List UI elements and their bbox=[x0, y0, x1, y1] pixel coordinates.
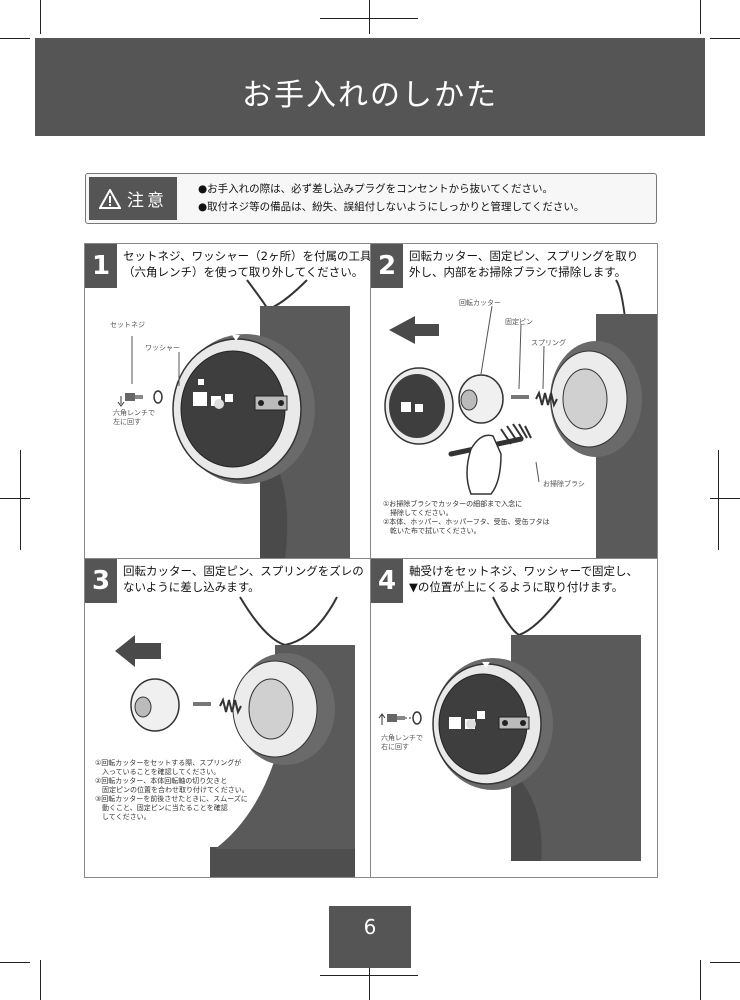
label-cutter: 回転カッター bbox=[459, 299, 501, 307]
title-banner: お手入れのしかた bbox=[35, 38, 705, 136]
step-instruction: セットネジ、ワッシャー（2ヶ所）を付属の工具 （六角レンチ）を使って取り外してく… bbox=[123, 249, 372, 279]
step-3-illustration bbox=[115, 596, 355, 877]
crop-mark bbox=[710, 498, 740, 499]
caution-line: ●お手入れの際は、必ず差し込みプラグをコンセントから抜いてください。 bbox=[198, 183, 554, 195]
caution-text: ●お手入れの際は、必ず差し込みプラグをコンセントから抜いてください。 ●取付ネジ… bbox=[198, 180, 584, 216]
warning-icon bbox=[99, 188, 121, 209]
step-number: 1 bbox=[85, 244, 117, 288]
caution-line: ●取付ネジ等の備品は、紛失、誤組付しないようにしっかりと管理してください。 bbox=[198, 201, 585, 213]
step-1-illustration bbox=[117, 279, 350, 560]
step-instruction: 回転カッター、固定ピン、スプリングをズレの ないように差し込みます。 bbox=[123, 564, 364, 594]
step-number: 4 bbox=[371, 559, 403, 603]
caution-box: 注意 ●お手入れの際は、必ず差し込みプラグをコンセントから抜いてください。 ●取… bbox=[85, 173, 657, 224]
crop-mark bbox=[0, 38, 30, 39]
step-notes: ①お掃除ブラシでカッターの細部まで入念に 掃除してください。 ②本体、ホッパー、… bbox=[383, 500, 550, 535]
label-set-screw: セットネジ bbox=[110, 321, 145, 329]
step-instruction: 軸受けをセットネジ、ワッシャーで固定し、 ▼の位置が上にくるように取り付けます。 bbox=[409, 564, 638, 594]
crop-mark bbox=[20, 450, 21, 550]
step-panel-1: 1 セットネジ、ワッシャー（2ヶ所）を付属の工具 （六角レンチ）を使って取り外し… bbox=[84, 243, 373, 561]
crop-mark bbox=[700, 0, 701, 34]
caution-label: 注意 bbox=[127, 191, 167, 211]
step-panel-4: 4 軸受けをセットネジ、ワッシャーで固定し、 ▼の位置が上にくるように取り付けま… bbox=[370, 558, 658, 878]
page-title: お手入れのしかた bbox=[242, 78, 498, 113]
label-hex-wrench: 六角レンチで 右に回す bbox=[381, 734, 423, 751]
step-panel-2: 2 回転カッター、固定ピン、スプリングを取り 外し、内部をお掃除ブラシで掃除しま… bbox=[370, 243, 658, 561]
label-brush: お掃除ブラシ bbox=[543, 480, 585, 488]
crop-mark bbox=[40, 960, 41, 1000]
step-2-illustration bbox=[384, 279, 657, 560]
label-washer: ワッシャー bbox=[145, 344, 180, 352]
page-number: 6 bbox=[329, 906, 411, 968]
step-number: 2 bbox=[371, 244, 403, 288]
step-notes: ①回転カッターをセットする際、スプリングが 入っていることを確認してください。 … bbox=[95, 759, 249, 821]
crop-mark bbox=[369, 968, 370, 1000]
crop-mark bbox=[700, 960, 701, 1000]
crop-mark bbox=[320, 18, 418, 19]
label-hex-wrench: 六角レンチで 左に回す bbox=[113, 409, 155, 426]
crop-mark bbox=[0, 962, 30, 963]
crop-mark bbox=[718, 450, 719, 550]
step-instruction: 回転カッター、固定ピン、スプリングを取り 外し、内部をお掃除ブラシで掃除します。 bbox=[409, 249, 639, 279]
label-spring: スプリング bbox=[531, 339, 566, 347]
step-4-illustration bbox=[378, 596, 641, 861]
label-pin: 固定ピン bbox=[505, 318, 533, 326]
step-panel-3: 3 回転カッター、固定ピン、スプリングをズレの ないように差し込みます。 ①回転… bbox=[84, 558, 373, 878]
crop-mark bbox=[710, 962, 740, 963]
crop-mark bbox=[369, 0, 370, 34]
crop-mark bbox=[710, 38, 740, 39]
step-number: 3 bbox=[85, 559, 117, 603]
caution-badge: 注意 bbox=[89, 177, 177, 220]
crop-mark bbox=[0, 498, 30, 499]
crop-mark bbox=[40, 0, 41, 34]
